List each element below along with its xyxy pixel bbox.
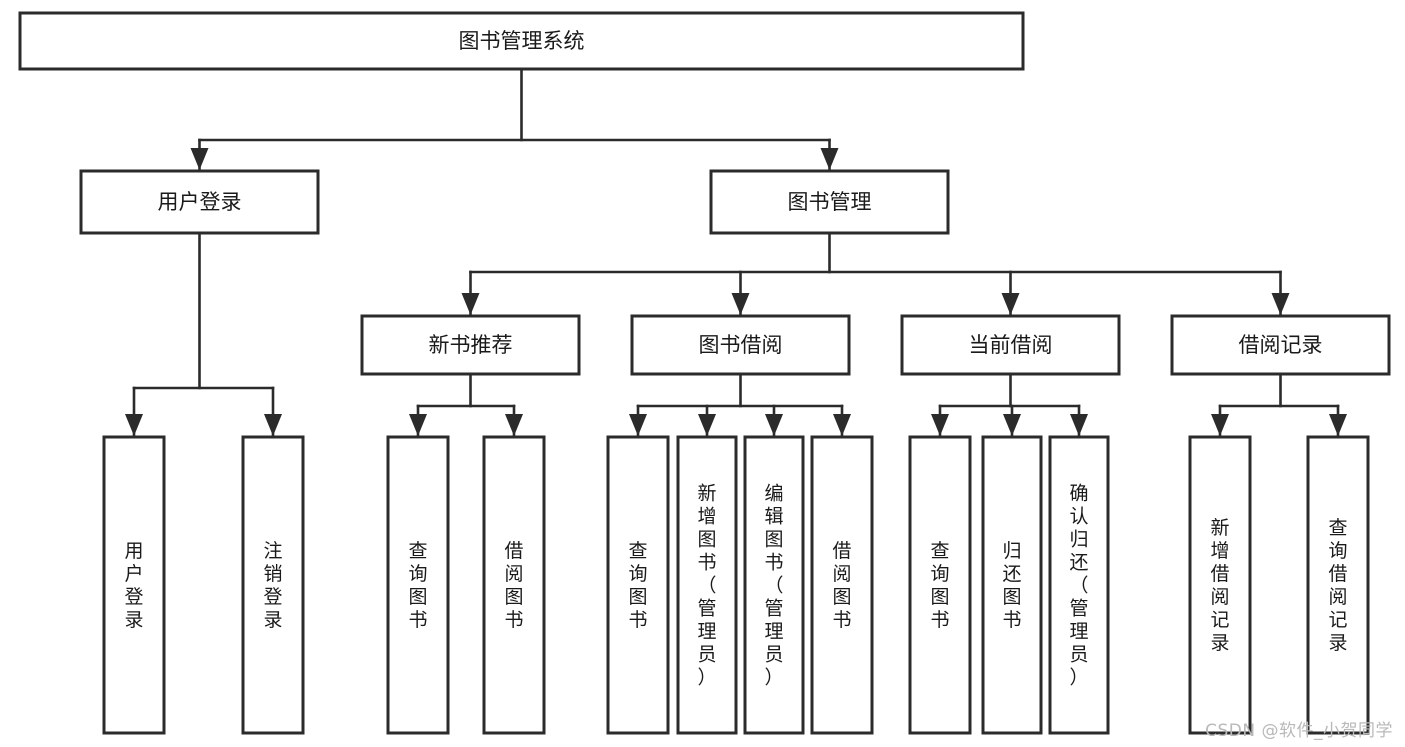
node-box xyxy=(743,435,805,735)
node-box xyxy=(1048,435,1110,735)
node-label: 借阅记录 xyxy=(1239,333,1323,357)
node-label: 借阅图书 xyxy=(504,540,523,631)
node-leaf-1[interactable]: 注销登录 xyxy=(241,435,305,735)
node-label: 用户登录 xyxy=(158,190,242,214)
node-label: 图书管理 xyxy=(788,190,872,214)
node-label: 借阅图书 xyxy=(832,540,851,631)
node-box xyxy=(386,435,450,735)
node-label: 查询图书 xyxy=(628,540,647,631)
nodes-layer: 图书管理系统用户登录图书管理新书推荐图书借阅当前借阅借阅记录用户登录注销登录查询… xyxy=(18,11,1391,735)
node-box xyxy=(102,435,166,735)
node-label: 归还图书 xyxy=(1002,540,1021,631)
node-box xyxy=(482,435,546,735)
node-box xyxy=(908,435,972,735)
node-box xyxy=(1188,435,1252,735)
connectors-layer xyxy=(125,67,1347,437)
node-label: 图书借阅 xyxy=(699,333,783,357)
node-label: 查询图书 xyxy=(930,540,949,631)
node-label: 新增图书（管理员） xyxy=(697,482,716,688)
node-label: 注销登录 xyxy=(263,540,282,631)
node-box xyxy=(79,169,320,235)
node-box xyxy=(810,435,874,735)
node-root-0[interactable]: 图书管理系统 xyxy=(18,11,1025,71)
node-leaf-10[interactable]: 确认归还（管理员） xyxy=(1048,435,1110,735)
node-label: 用户登录 xyxy=(124,540,143,631)
arrow-head xyxy=(833,414,851,436)
node-box xyxy=(18,11,1025,71)
node-label: 新增借阅记录 xyxy=(1210,517,1229,654)
node-leaf-3[interactable]: 借阅图书 xyxy=(482,435,546,735)
arrow-head xyxy=(765,414,783,436)
node-l2-0[interactable]: 用户登录 xyxy=(79,169,320,235)
arrow-head xyxy=(461,293,480,315)
arrow-head xyxy=(629,414,647,436)
node-leaf-11[interactable]: 新增借阅记录 xyxy=(1188,435,1252,735)
node-box xyxy=(981,435,1043,735)
arrow-head xyxy=(1070,414,1088,436)
arrow-head xyxy=(820,148,839,170)
node-box xyxy=(676,435,738,735)
node-box xyxy=(360,314,581,376)
node-leaf-12[interactable]: 查询借阅记录 xyxy=(1306,435,1370,735)
node-box xyxy=(606,435,670,735)
arrow-head xyxy=(264,414,282,436)
arrow-head xyxy=(125,414,143,436)
node-l3-1[interactable]: 图书借阅 xyxy=(630,314,851,376)
node-leaf-0[interactable]: 用户登录 xyxy=(102,435,166,735)
arrow-head xyxy=(1211,414,1229,436)
node-box xyxy=(709,169,950,235)
arrow-head xyxy=(1001,293,1020,315)
node-leaf-9[interactable]: 归还图书 xyxy=(981,435,1043,735)
node-leaf-2[interactable]: 查询图书 xyxy=(386,435,450,735)
node-leaf-4[interactable]: 查询图书 xyxy=(606,435,670,735)
arrow-head xyxy=(409,414,427,436)
node-leaf-5[interactable]: 新增图书（管理员） xyxy=(676,435,738,735)
arrow-head xyxy=(698,414,716,436)
arrow-head xyxy=(190,148,209,170)
node-leaf-6[interactable]: 编辑图书（管理员） xyxy=(743,435,805,735)
arrow-head xyxy=(1271,293,1290,315)
node-box xyxy=(1306,435,1370,735)
node-label: 确认归还（管理员） xyxy=(1069,482,1088,688)
node-box xyxy=(1170,314,1391,376)
node-box xyxy=(900,314,1121,376)
node-l2-1[interactable]: 图书管理 xyxy=(709,169,950,235)
node-l3-0[interactable]: 新书推荐 xyxy=(360,314,581,376)
node-leaf-8[interactable]: 查询图书 xyxy=(908,435,972,735)
node-label: 查询借阅记录 xyxy=(1328,517,1347,654)
node-l3-3[interactable]: 借阅记录 xyxy=(1170,314,1391,376)
node-leaf-7[interactable]: 借阅图书 xyxy=(810,435,874,735)
arrow-head xyxy=(1003,414,1021,436)
arrow-head xyxy=(505,414,523,436)
node-box xyxy=(630,314,851,376)
node-l3-2[interactable]: 当前借阅 xyxy=(900,314,1121,376)
arrow-head xyxy=(1329,414,1347,436)
node-label: 图书管理系统 xyxy=(459,29,585,53)
node-label: 新书推荐 xyxy=(429,333,513,357)
node-label: 查询图书 xyxy=(408,540,427,631)
arrow-head xyxy=(731,293,750,315)
arrow-head xyxy=(931,414,949,436)
node-label: 编辑图书（管理员） xyxy=(764,482,783,688)
node-label: 当前借阅 xyxy=(969,333,1053,357)
node-box xyxy=(241,435,305,735)
